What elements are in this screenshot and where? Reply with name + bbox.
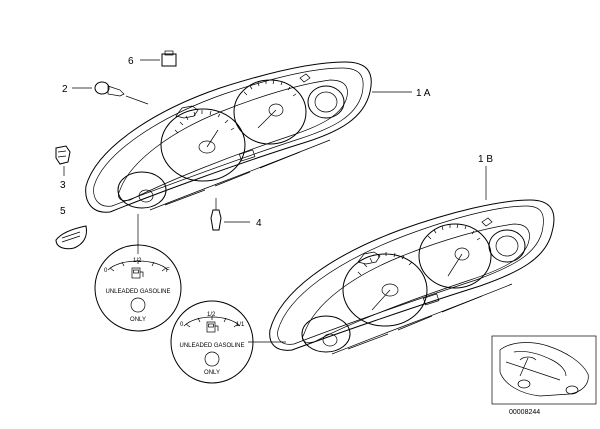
fuel-pump-icon [206,321,219,333]
part-3-bulb [55,145,71,176]
part-2-bulb-socket [72,81,149,105]
car-icon [499,342,589,397]
fuel-b-only: ONLY [204,370,220,376]
fuel-a-scale-empty: 0 [104,268,108,274]
leader-lines [137,91,487,343]
callout-5: 5 [60,206,66,217]
callout-2: 2 [62,84,68,95]
callout-6: 6 [128,56,134,67]
callout-1b: 1 B [478,154,493,165]
fuel-gauge-detail-a: 0 1/2 F UNLEADED GASOLINE ONLY [94,244,182,332]
fuel-b-scale-half: 1/2 [207,312,216,318]
fuel-b-text: UNLEADED GASOLINE [179,343,244,349]
diagram-number: 00008244 [509,409,540,416]
car-location-thumbnail [491,335,597,405]
fuel-b-scale-full: 1/1 [236,322,245,328]
instrument-cluster-a [85,61,372,213]
part-5-lens [55,225,87,250]
fuel-a-only: ONLY [130,317,146,323]
callout-4: 4 [256,218,262,229]
fuel-b-scale-empty: 0 [180,322,184,328]
part-6-connector [140,50,177,67]
part-4-bulb [210,198,250,231]
fuel-a-scale-half: 1/2 [133,258,142,264]
fuel-gauge-detail-b: 0 1/2 1/1 UNLEADED GASOLINE ONLY [170,300,254,384]
fuel-a-text: UNLEADED GASOLINE [105,289,170,295]
instrument-cluster-b [269,199,555,355]
callout-1a: 1 A [416,88,431,99]
fuel-pump-icon [131,267,144,279]
callout-3: 3 [60,180,66,191]
fuel-a-scale-full: F [166,268,170,274]
